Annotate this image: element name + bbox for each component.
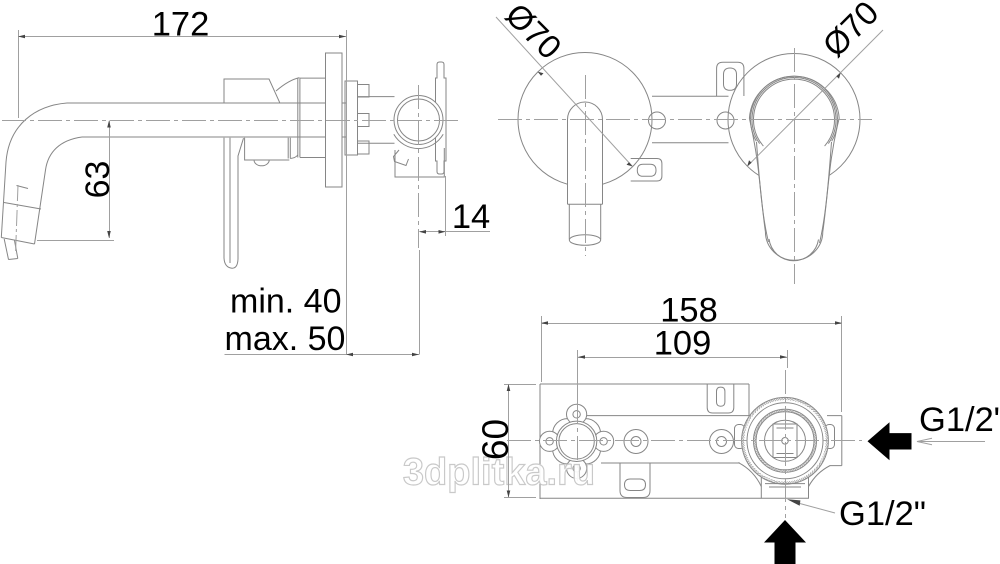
- svg-text:109: 109: [654, 324, 712, 362]
- svg-text:3dplitka.ru: 3dplitka.ru: [403, 452, 595, 494]
- svg-text:14: 14: [452, 198, 490, 236]
- svg-text:172: 172: [152, 6, 210, 44]
- svg-text:G1/2": G1/2": [839, 495, 926, 533]
- svg-text:Ø70: Ø70: [815, 0, 885, 64]
- svg-text:max. 50: max. 50: [225, 320, 346, 358]
- svg-text:min. 40: min. 40: [230, 283, 342, 321]
- svg-text:158: 158: [660, 292, 718, 330]
- svg-text:Ø70: Ø70: [498, 0, 568, 66]
- svg-text:G1/2": G1/2": [919, 401, 1000, 439]
- svg-text:63: 63: [79, 161, 117, 199]
- svg-text:60: 60: [475, 419, 516, 460]
